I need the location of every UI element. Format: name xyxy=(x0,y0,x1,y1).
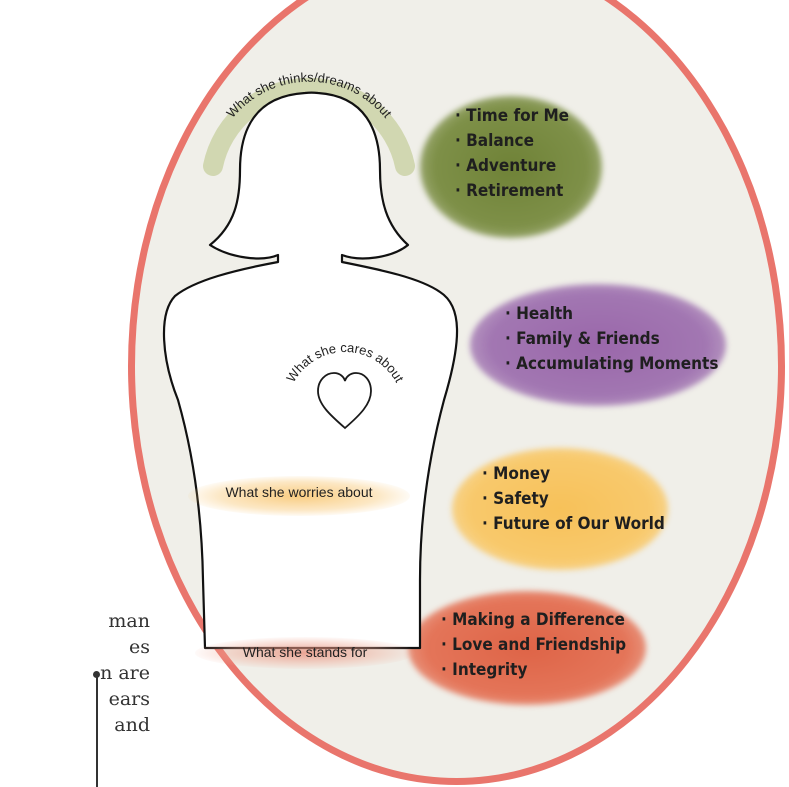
worries-item: · Money xyxy=(482,462,665,487)
dreams-item: · Balance xyxy=(455,129,569,154)
cares-item: · Health xyxy=(505,302,718,327)
worries-list: · Money · Safety · Future of Our World xyxy=(482,462,665,537)
stands-list: · Making a Difference · Love and Friends… xyxy=(441,608,626,683)
dreams-list: · Time for Me · Balance · Adventure · Re… xyxy=(455,104,569,204)
stands-item: · Love and Friendship xyxy=(441,633,626,658)
cares-list: · Health · Family & Friends · Accumulati… xyxy=(505,302,718,377)
worries-item: · Future of Our World xyxy=(482,512,665,537)
dreams-item: · Time for Me xyxy=(455,104,569,129)
stands-label: What she stands for xyxy=(195,644,415,660)
cares-item: · Accumulating Moments xyxy=(505,352,718,377)
stands-item: · Integrity xyxy=(441,658,626,683)
dreams-item: · Retirement xyxy=(455,179,569,204)
cares-item: · Family & Friends xyxy=(505,327,718,352)
dreams-item: · Adventure xyxy=(455,154,569,179)
stands-item: · Making a Difference xyxy=(441,608,626,633)
worries-label: What she worries about xyxy=(188,484,410,500)
woman-silhouette xyxy=(164,93,457,648)
worries-item: · Safety xyxy=(482,487,665,512)
